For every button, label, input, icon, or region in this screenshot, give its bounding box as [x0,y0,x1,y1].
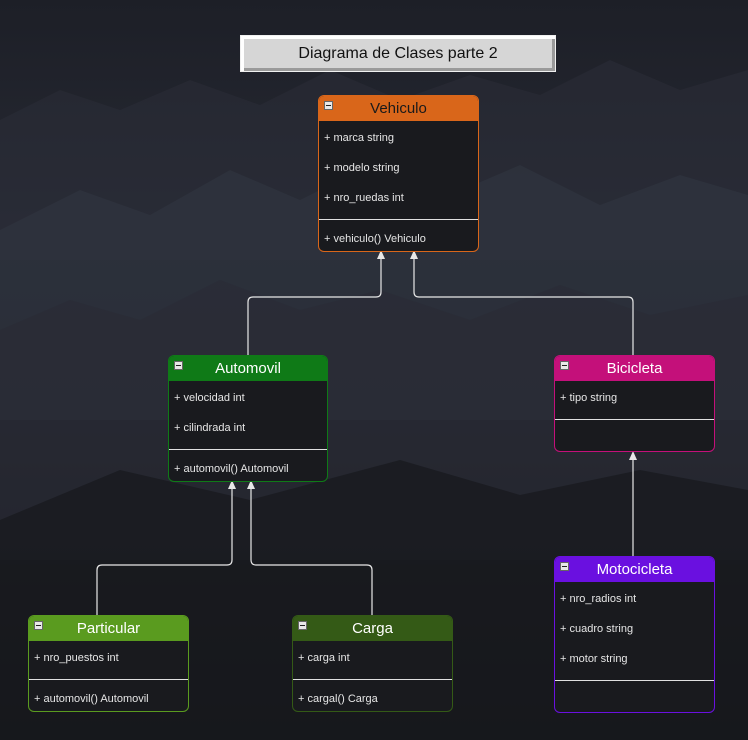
method-row[interactable]: + automovil() Automovil [34,693,149,705]
class-name: Vehiculo [370,100,427,117]
compartment-divider [555,419,714,420]
method-list: + automovil() Automovil [169,450,327,481]
collapse-icon[interactable] [324,101,333,110]
method-list [555,420,714,424]
class-name: Motocicleta [596,561,673,578]
collapse-icon[interactable] [560,361,569,370]
attribute-row[interactable]: + nro_radios int [560,593,637,605]
class-name: Carga [352,620,393,637]
method-list: + cargal() Carga [293,680,452,711]
class-name: Automovil [215,360,281,377]
attribute-list: + velocidad int + cilindrada int [169,381,327,443]
attribute-row[interactable]: + modelo string [324,162,400,174]
collapse-icon[interactable] [34,621,43,630]
attribute-list: + marca string + modelo string + nro_rue… [319,121,478,213]
class-name: Bicicleta [606,360,663,377]
class-header: Motocicleta [555,557,714,582]
class-particular[interactable]: Particular + nro_puestos int + automovil… [28,615,189,712]
method-list [555,681,714,685]
attribute-row[interactable]: + velocidad int [174,392,245,404]
attribute-row[interactable]: + nro_puestos int [34,652,119,664]
attribute-row[interactable]: + carga int [298,652,350,664]
class-carga[interactable]: Carga + carga int + cargal() Carga [292,615,453,712]
class-header: Particular [29,616,188,641]
collapse-icon[interactable] [174,361,183,370]
attribute-row[interactable]: + tipo string [560,392,618,404]
method-list: + automovil() Automovil [29,680,188,711]
method-row[interactable]: + cargal() Carga [298,693,378,705]
attribute-row[interactable]: + nro_ruedas int [324,192,404,204]
attribute-row[interactable]: + cuadro string [560,623,634,635]
class-bicicleta[interactable]: Bicicleta + tipo string [554,355,715,452]
method-list: + vehiculo() Vehiculo [319,220,478,251]
class-header: Vehiculo [319,96,478,121]
class-automovil[interactable]: Automovil + velocidad int + cilindrada i… [168,355,328,482]
compartment-divider [319,219,478,220]
class-name: Particular [76,620,141,637]
method-row[interactable]: + automovil() Automovil [174,463,289,475]
compartment-divider [293,679,452,680]
attribute-row[interactable]: + motor string [560,653,628,665]
attribute-list: + nro_puestos int [29,641,188,673]
attribute-list: + nro_radios int + cuadro string + motor… [555,582,714,674]
class-header: Automovil [169,356,327,381]
class-header: Carga [293,616,452,641]
compartment-divider [169,449,327,450]
attribute-list: + tipo string [555,381,714,413]
collapse-icon[interactable] [298,621,307,630]
compartment-divider [29,679,188,680]
attribute-row[interactable]: + marca string [324,132,394,144]
class-header: Bicicleta [555,356,714,381]
diagram-title: Diagrama de Clases parte 2 [240,35,556,72]
compartment-divider [555,680,714,681]
attribute-list: + carga int [293,641,452,673]
class-motocicleta[interactable]: Motocicleta + nro_radios int + cuadro st… [554,556,715,713]
attribute-row[interactable]: + cilindrada int [174,422,246,434]
class-vehiculo[interactable]: Vehiculo + marca string + modelo string … [318,95,479,252]
method-row[interactable]: + vehiculo() Vehiculo [324,233,426,245]
collapse-icon[interactable] [560,562,569,571]
